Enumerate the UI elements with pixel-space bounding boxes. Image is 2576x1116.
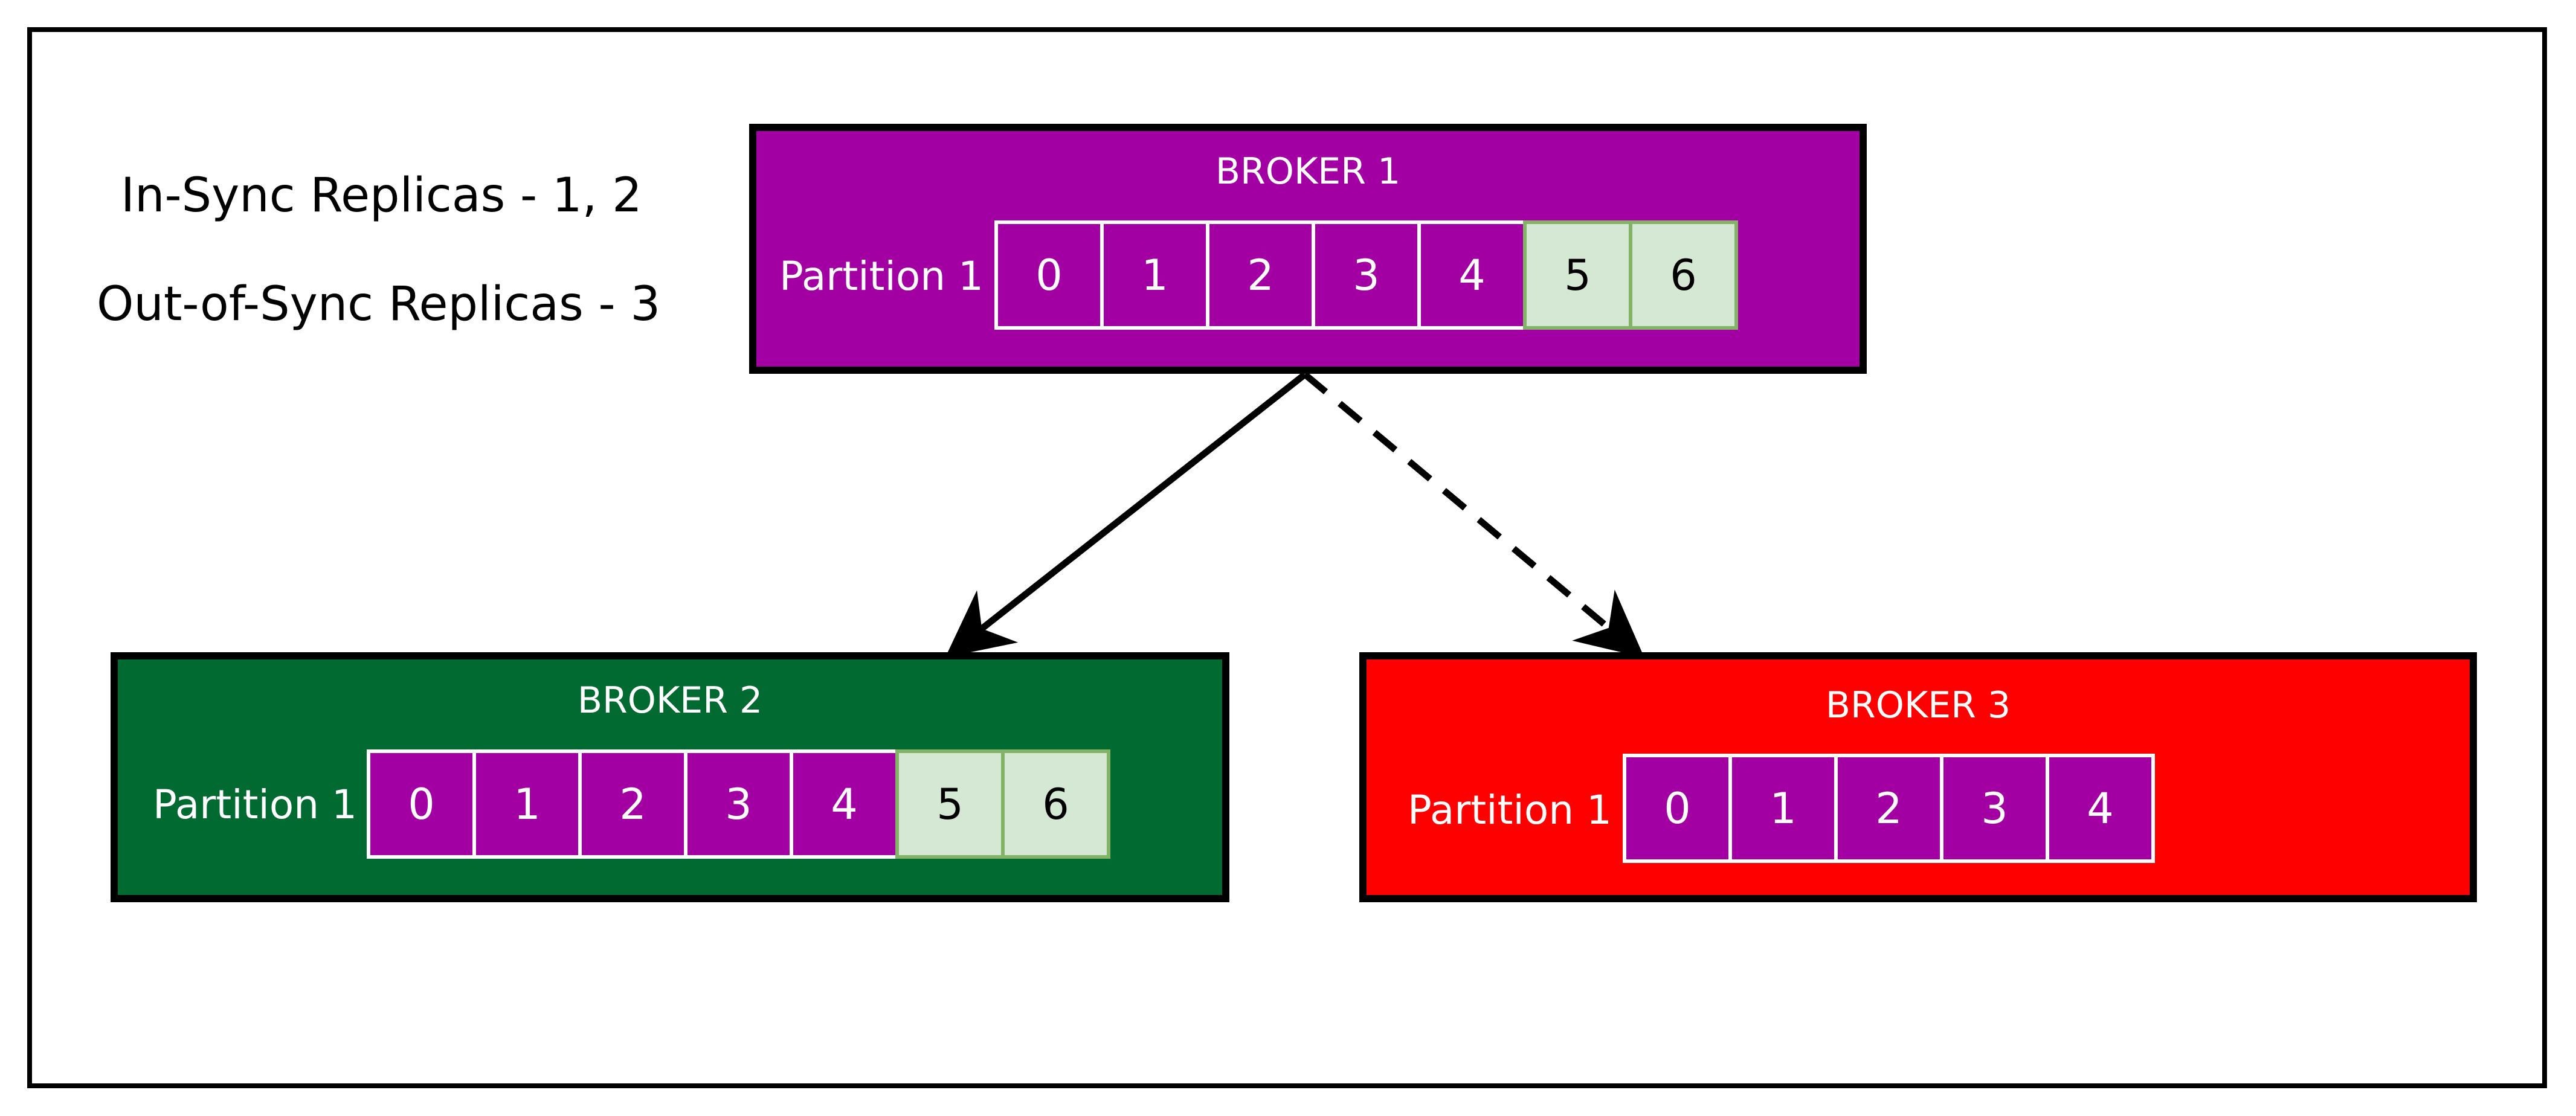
broker-1-partition-log: 0 1 2 3 4 5 6: [994, 220, 1738, 330]
broker-2-offset-cell: 3: [684, 749, 793, 859]
broker-3-offset-cell: 1: [1728, 754, 1838, 863]
broker-1-offset-cell: 4: [1417, 220, 1527, 330]
broker-2-box: BROKER 2 Partition 1 0 1 2 3 4 5 6: [111, 652, 1229, 902]
broker-3-offset-cell: 3: [1940, 754, 2049, 863]
sync-replication-arrow: [945, 371, 1307, 658]
broker-2-new-offset-cell: 5: [895, 749, 1005, 859]
out-of-sync-replicas-label: Out-of-Sync Replicas - 3: [97, 277, 661, 332]
broker-1-box: BROKER 1 Partition 1 0 1 2 3 4 5 6: [749, 124, 1867, 374]
broker-2-partition-label: Partition 1: [153, 781, 358, 828]
broker-3-title: BROKER 3: [1825, 684, 2011, 726]
broker-3-offset-cell: 2: [1834, 754, 1943, 863]
broker-1-new-offset-cell: 5: [1523, 220, 1632, 330]
broker-3-box: BROKER 3 Partition 1 0 1 2 3 4: [1359, 652, 2477, 902]
broker-3-partition-label: Partition 1: [1408, 787, 1612, 833]
broker-2-partition-log: 0 1 2 3 4 5 6: [367, 749, 1110, 859]
broker-1-new-offset-cell: 6: [1629, 220, 1738, 330]
in-sync-replicas-label: In-Sync Replicas - 1, 2: [121, 168, 642, 223]
broker-1-offset-cell: 3: [1312, 220, 1421, 330]
broker-3-offset-cell: 0: [1623, 754, 1732, 863]
broker-1-title: BROKER 1: [1215, 150, 1401, 193]
broker-3-offset-cell: 4: [2046, 754, 2155, 863]
diagram-frame: [27, 27, 2547, 1088]
broker-1-offset-cell: 1: [1100, 220, 1209, 330]
broker-2-title: BROKER 2: [577, 679, 763, 722]
broker-1-partition-label: Partition 1: [779, 253, 984, 300]
lagging-replication-arrow: [1302, 371, 1644, 658]
broker-2-offset-cell: 1: [472, 749, 582, 859]
broker-2-offset-cell: 4: [790, 749, 899, 859]
broker-3-partition-log: 0 1 2 3 4: [1623, 754, 2155, 863]
broker-2-new-offset-cell: 6: [1001, 749, 1110, 859]
broker-1-offset-cell: 0: [994, 220, 1104, 330]
